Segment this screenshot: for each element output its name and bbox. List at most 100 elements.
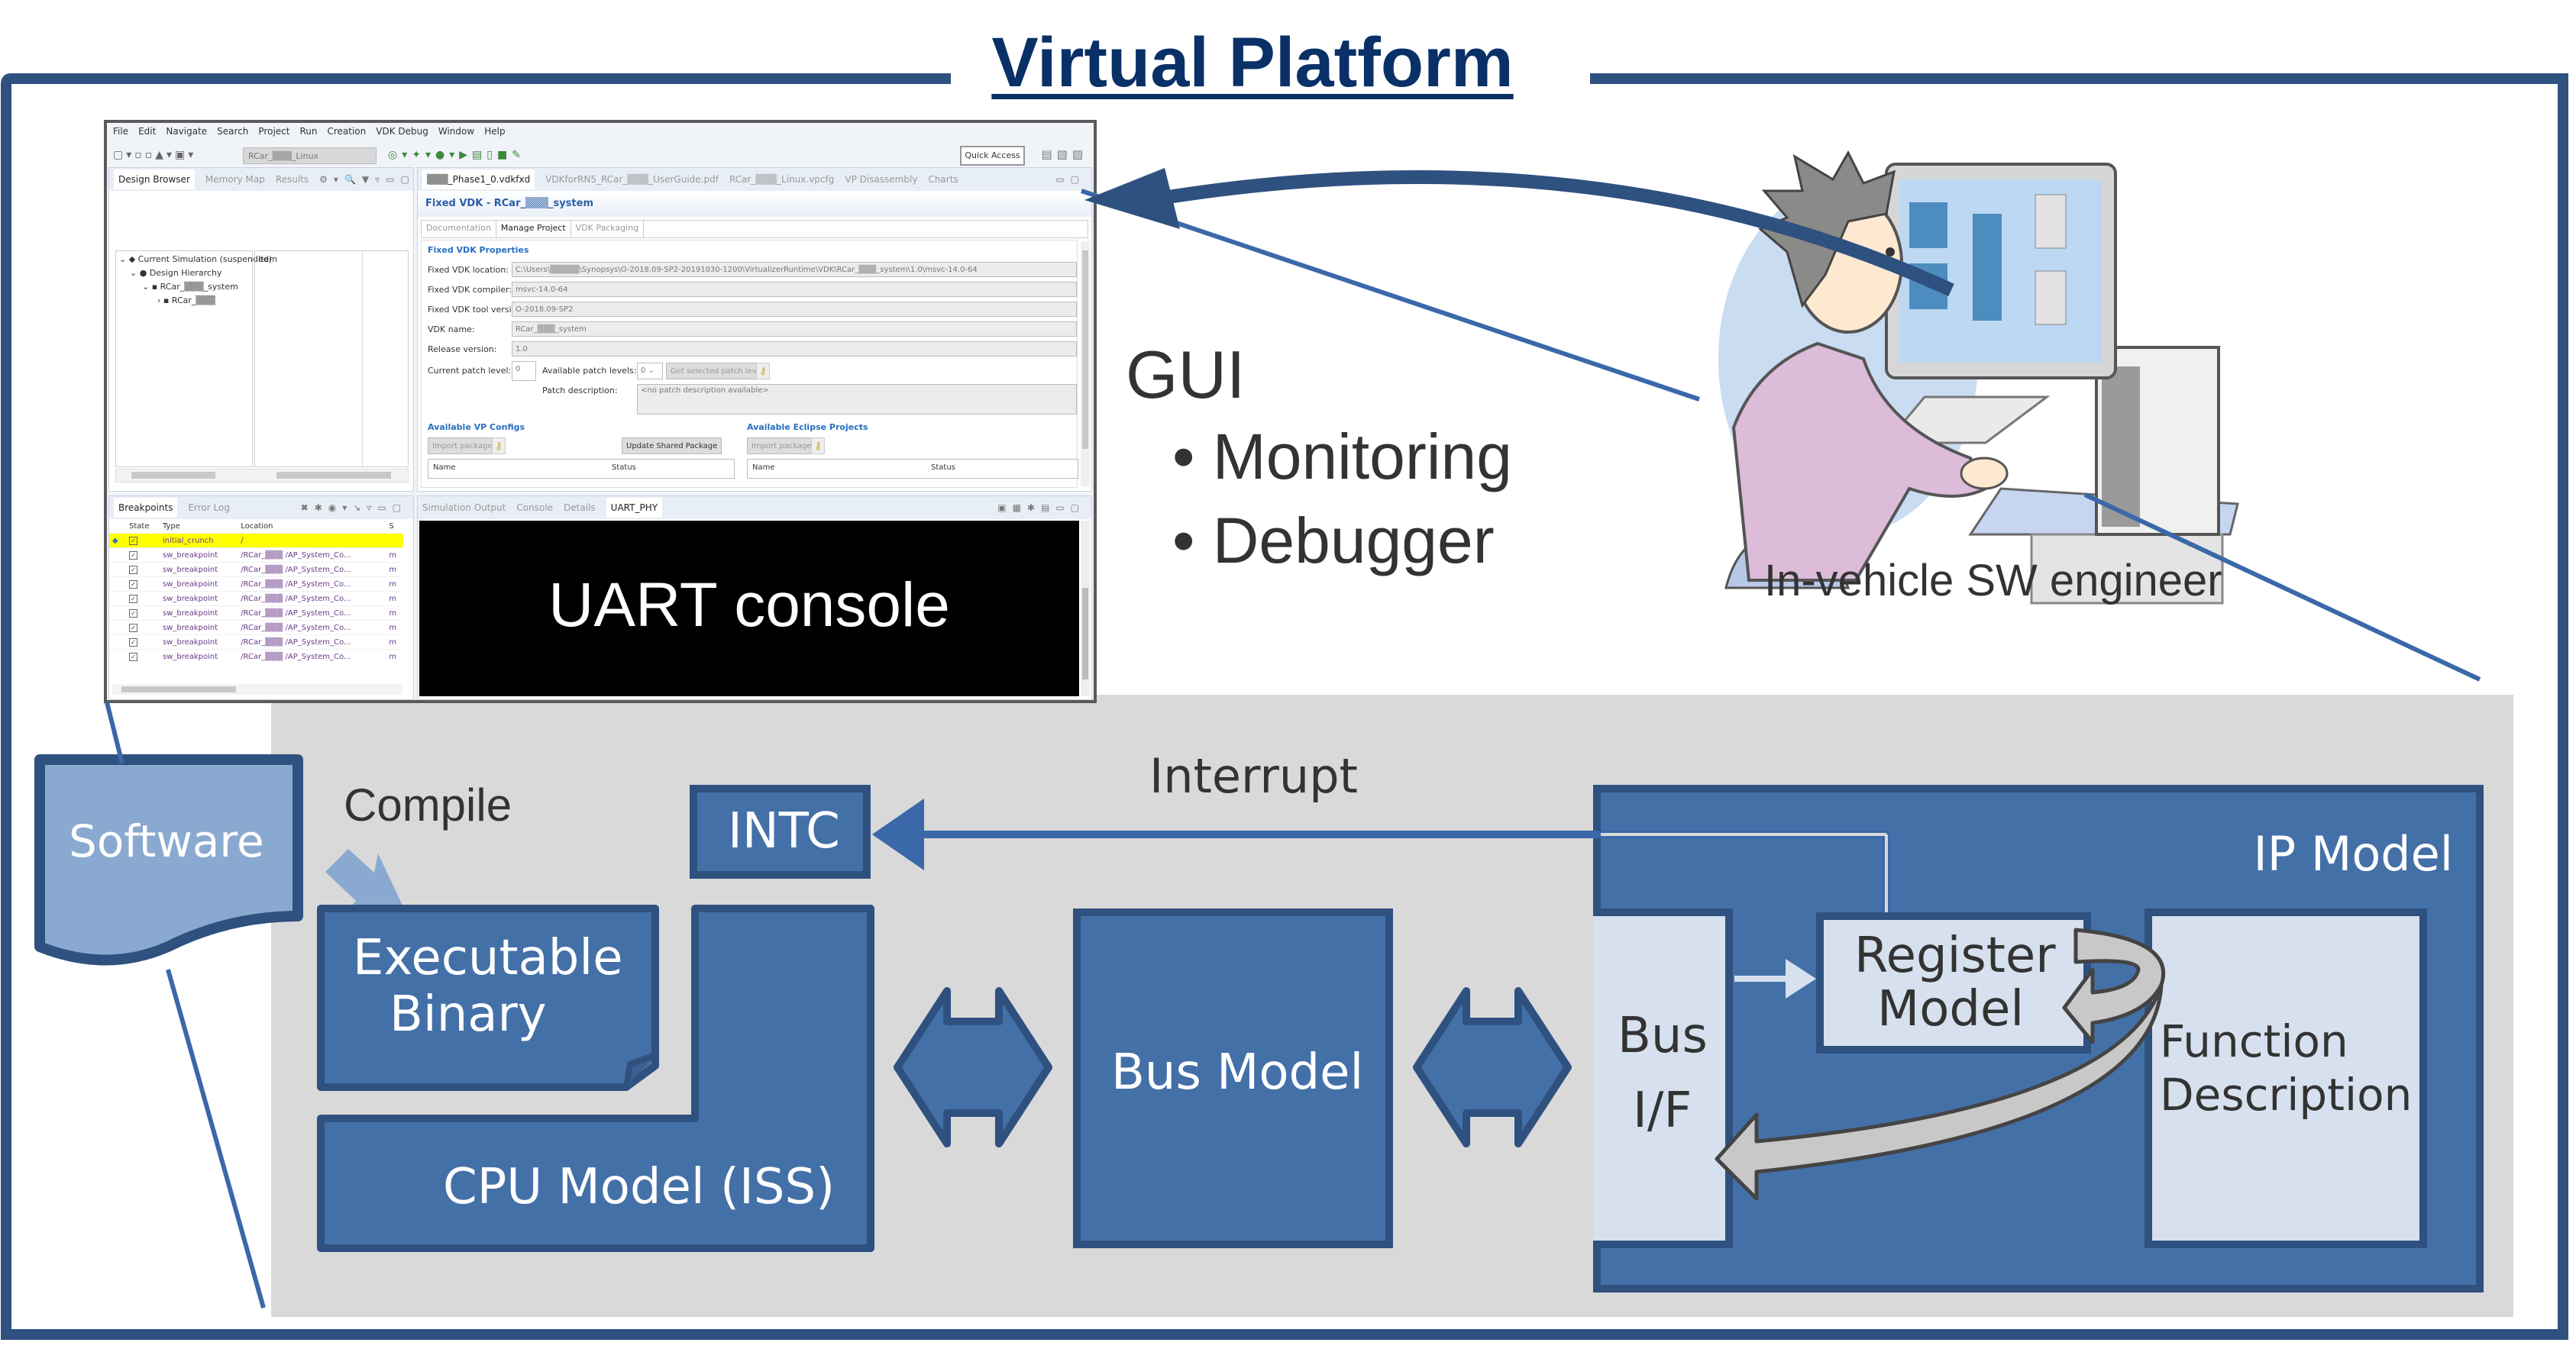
breakpoints-pane: Breakpoints Error Log ✖✱◉▾↘▿▭▢ State Typ… bbox=[108, 495, 414, 700]
column-header[interactable]: Location bbox=[241, 521, 273, 531]
breakpoint-state-checkbox[interactable]: ✓ bbox=[126, 620, 160, 635]
column-header[interactable]: Name bbox=[433, 463, 456, 472]
menu-help[interactable]: Help bbox=[484, 126, 506, 137]
column-header[interactable]: Type bbox=[162, 521, 180, 531]
vertical-scrollbar[interactable] bbox=[1081, 241, 1090, 486]
tree-item[interactable]: ⌄ ◆ Current Simulation (suspended) bbox=[119, 254, 273, 264]
menu-edit[interactable]: Edit bbox=[138, 126, 157, 137]
breakpoints-tabs: Breakpoints Error Log ✖✱◉▾↘▿▭▢ bbox=[109, 496, 413, 519]
tree-item[interactable]: ⌄ ● Design Hierarchy bbox=[130, 268, 222, 278]
breakpoint-state-checkbox[interactable]: ✓ bbox=[126, 547, 160, 563]
breakpoint-row[interactable]: ◆✓initial_crunch/ bbox=[109, 533, 403, 548]
menu-window[interactable]: Window bbox=[438, 126, 475, 137]
prop-field-location[interactable]: C:\Users\▒▒▒▒▒\Synopsys\O-2018.09-SP2-20… bbox=[512, 262, 1077, 277]
breakpoint-state-checkbox[interactable]: ✓ bbox=[126, 576, 160, 592]
column-header[interactable]: Name bbox=[752, 463, 775, 472]
subtab-vdk-packaging[interactable]: VDK Packaging bbox=[571, 221, 645, 237]
subtab-documentation[interactable]: Documentation bbox=[422, 221, 496, 237]
tab-memory-map[interactable]: Memory Map bbox=[205, 174, 265, 185]
vertical-scrollbar[interactable] bbox=[1081, 521, 1090, 696]
breakpoint-row[interactable]: ✓sw_breakpoint/RCar_▒▒▒ /AP_System_Co...… bbox=[109, 576, 403, 592]
breakpoint-state-checkbox[interactable]: ✓ bbox=[126, 533, 160, 548]
toolbar-run-icons[interactable]: ◎▾✦▾●▾▶▤▯■✎ bbox=[388, 149, 525, 161]
tab-charts[interactable]: Charts bbox=[928, 174, 958, 185]
tree-item[interactable]: › ▪ RCar_▒▒▒ bbox=[157, 295, 215, 305]
tab-vpcfg[interactable]: RCar_▒▒▒_Linux.vpcfg bbox=[729, 174, 835, 185]
key-icon[interactable]: ⚷ bbox=[811, 437, 825, 454]
breakpoint-row[interactable]: ✓sw_breakpoint/RCar_▒▒▒ /AP_System_Co...… bbox=[109, 605, 403, 621]
breakpoint-row[interactable]: ✓sw_breakpoint/RCar_▒▒▒ /AP_System_Co...… bbox=[109, 591, 403, 606]
editor-window-controls[interactable]: ▭▢ bbox=[1055, 174, 1085, 185]
breakpoint-row[interactable]: ✓sw_breakpoint/RCar_▒▒▒ /AP_System_Co...… bbox=[109, 562, 403, 577]
menu-run[interactable]: Run bbox=[299, 126, 318, 137]
tab-userguide[interactable]: VDKforRN5_RCar_▒▒▒_UserGuide.pdf bbox=[545, 174, 719, 185]
menu-file[interactable]: File bbox=[113, 126, 129, 137]
prop-field-release-version[interactable]: 1.0 bbox=[512, 341, 1077, 357]
horizontal-scrollbar[interactable] bbox=[115, 469, 409, 482]
column-header[interactable]: Status bbox=[612, 463, 636, 472]
vp-import-button[interactable]: Import package bbox=[428, 437, 497, 454]
breakpoint-suffix: m bbox=[386, 634, 403, 650]
menu-creation[interactable]: Creation bbox=[327, 126, 367, 137]
view-controls-icons[interactable]: ⚙▾🔍▼▿▭▢ bbox=[319, 174, 415, 185]
breakpoint-row[interactable]: ✓sw_breakpoint/RCar_▒▒▒ /AP_System_Co...… bbox=[109, 634, 403, 650]
tab-error-log[interactable]: Error Log bbox=[188, 502, 230, 513]
intc-block: INTC bbox=[690, 785, 871, 879]
tab-details[interactable]: Details bbox=[564, 502, 596, 513]
tab-vp-disassembly[interactable]: VP Disassembly bbox=[845, 174, 918, 185]
update-shared-package-button[interactable]: Update Shared Package bbox=[622, 437, 722, 454]
interrupt-label: Interrupt bbox=[1149, 748, 1358, 804]
subtab-manage-project[interactable]: Manage Project bbox=[496, 221, 571, 237]
menu-bar: File Edit Navigate Search Project Run Cr… bbox=[113, 126, 506, 137]
menu-project[interactable]: Project bbox=[258, 126, 290, 137]
tab-breakpoints[interactable]: Breakpoints bbox=[114, 498, 178, 518]
executable-binary-label-line2: Binary bbox=[389, 986, 547, 1043]
breakpoint-state-checkbox[interactable]: ✓ bbox=[126, 634, 160, 650]
prop-field-tool-version[interactable]: O-2018.09-SP2 bbox=[512, 302, 1077, 317]
design-browser-pane: Design Browser Memory Map Results ⚙▾🔍▼▿▭… bbox=[108, 167, 414, 492]
perspective-icons[interactable]: ▤▧▨ bbox=[1041, 147, 1088, 161]
console-controls-icons[interactable]: ▣▦✱▤▭▢ bbox=[997, 502, 1085, 513]
tab-simulation-output[interactable]: Simulation Output bbox=[422, 502, 506, 513]
horizontal-scrollbar[interactable] bbox=[112, 684, 402, 695]
available-patch-label: Available patch levels: bbox=[542, 366, 637, 376]
tab-vdkfxd[interactable]: ▒▒▒_Phase1_0.vdkfxd bbox=[422, 169, 535, 189]
function-description-label-line2: Description bbox=[2160, 1069, 2413, 1121]
uart-terminal[interactable]: UART console bbox=[419, 521, 1079, 696]
tab-results[interactable]: Results bbox=[275, 174, 309, 185]
toolbar-file-icons[interactable]: ▢▾▫▫▲▾▣▾ bbox=[113, 149, 197, 161]
breakpoint-state-checkbox[interactable]: ✓ bbox=[126, 562, 160, 577]
column-header[interactable]: State bbox=[129, 521, 150, 531]
prop-field-compiler[interactable]: msvc-14.0-64 bbox=[512, 282, 1077, 297]
breakpoint-state-checkbox[interactable]: ✓ bbox=[126, 649, 160, 663]
tab-design-browser[interactable]: Design Browser bbox=[114, 169, 195, 189]
breakpoint-row[interactable]: ✓sw_breakpoint/RCar_▒▒▒ /AP_System_Co...… bbox=[109, 620, 403, 635]
column-header[interactable]: Status bbox=[931, 463, 955, 472]
available-patch-select[interactable]: 0 ⌄ bbox=[637, 363, 663, 379]
patch-description-field[interactable]: <no patch description available> bbox=[637, 384, 1077, 415]
breakpoint-state-checkbox[interactable]: ✓ bbox=[126, 605, 160, 621]
breakpoint-row[interactable]: ✓sw_breakpoint/RCar_▒▒▒ /AP_System_Co...… bbox=[109, 547, 403, 563]
get-patch-button[interactable]: Get selected patch level bbox=[666, 363, 768, 379]
tab-console[interactable]: Console bbox=[516, 502, 554, 513]
key-icon[interactable]: ⚷ bbox=[492, 437, 506, 454]
eclipse-import-button[interactable]: Import package bbox=[747, 437, 816, 454]
config-combo[interactable]: RCar_▒▒▒_Linux bbox=[243, 147, 377, 164]
menu-search[interactable]: Search bbox=[217, 126, 249, 137]
column-header[interactable]: S bbox=[389, 521, 394, 531]
breakpoint-suffix: m bbox=[386, 547, 403, 563]
menu-vdk-debug[interactable]: VDK Debug bbox=[376, 126, 428, 137]
tree-item[interactable]: ⌄ ▪ RCar_▒▒▒_system bbox=[142, 282, 238, 292]
tab-uart-phy[interactable]: UART_PHY bbox=[606, 498, 663, 518]
bus-model-block: Bus Model bbox=[1073, 908, 1393, 1248]
breakpoint-state-checkbox[interactable]: ✓ bbox=[126, 591, 160, 606]
breakpoint-controls-icons[interactable]: ✖✱◉▾↘▿▭▢ bbox=[300, 502, 407, 513]
gui-bullet-debugger: • Debugger bbox=[1172, 505, 1495, 576]
prop-field-vdk-name[interactable]: RCar_▒▒▒_system bbox=[512, 321, 1077, 337]
breakpoint-row[interactable]: ✓sw_breakpoint/RCar_▒▒▒ /AP_System_Co...… bbox=[109, 649, 403, 663]
function-description-label-line1: Function bbox=[2160, 1015, 2348, 1067]
current-patch-field[interactable]: 0 bbox=[512, 361, 536, 381]
menu-navigate[interactable]: Navigate bbox=[166, 126, 208, 137]
key-icon[interactable]: ⚷ bbox=[756, 363, 770, 379]
quick-access-input[interactable]: Quick Access bbox=[960, 146, 1025, 166]
